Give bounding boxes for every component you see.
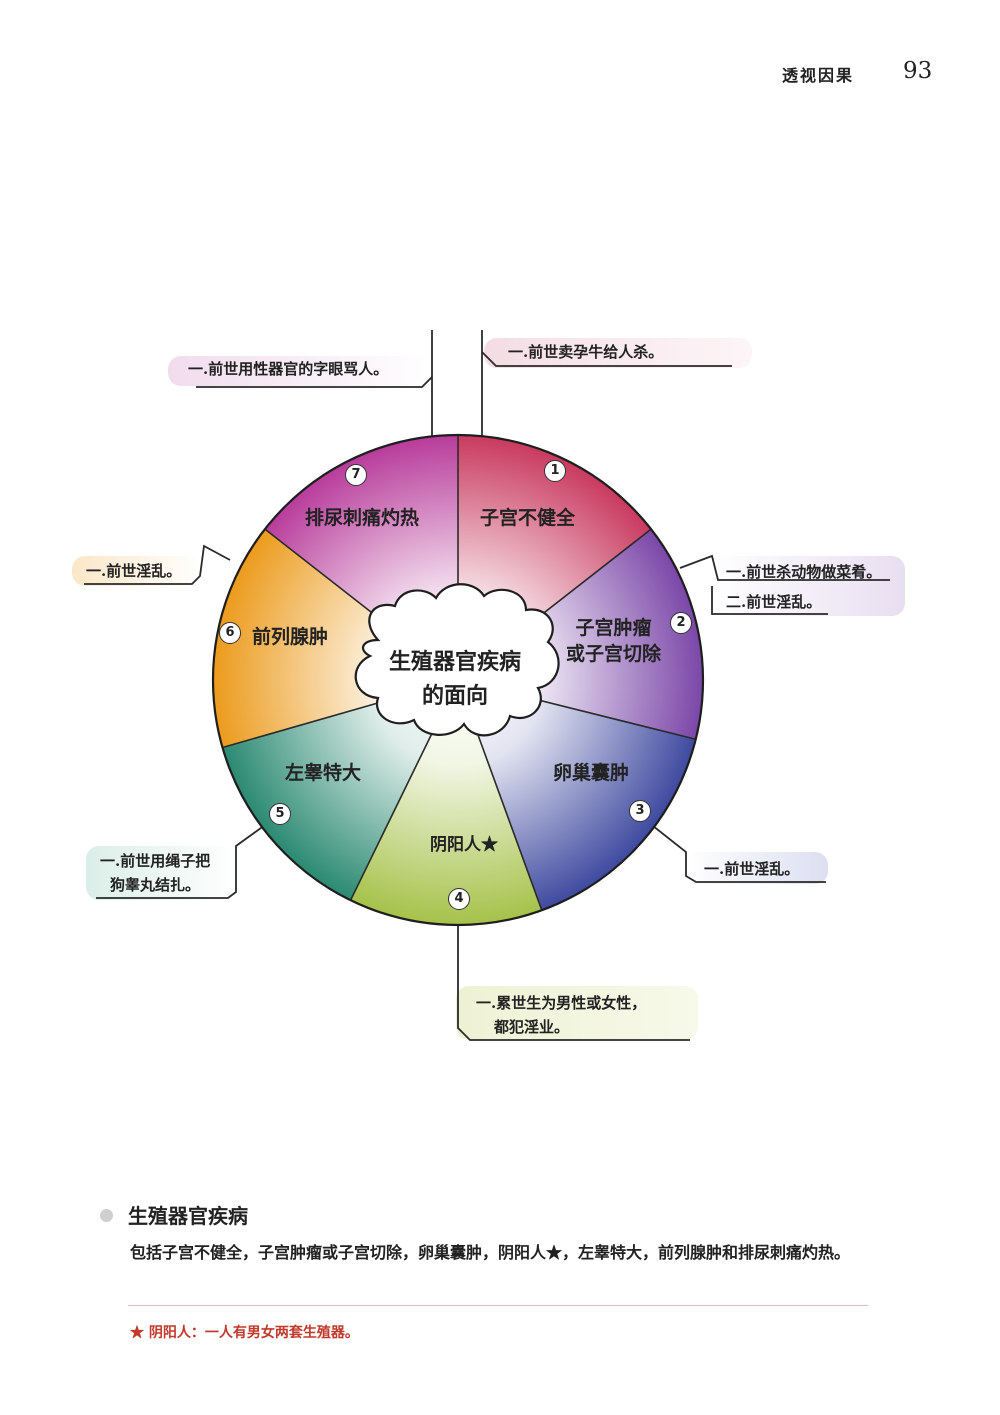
segment-label-1-line-1: 子宫不健全 [480,507,576,529]
cause-bubble-3: 一.前世淫乱。 [690,854,813,885]
segment-label-1: 子宫不健全 [480,505,575,531]
cause-4-line-1: 一.累世生为男性或女性， [476,994,647,1012]
cause-3-line-1: 一.前世淫乱。 [704,860,800,878]
segment-label-7-line-1: 排尿刺痛灼热 [305,507,420,529]
cause-4-line-2: 都犯淫业。 [494,1018,570,1036]
cause-6-line-1: 一.前世淫乱。 [86,562,182,580]
cause-bubble-bg-7 [168,356,434,386]
segment-label-3: 卵巢囊肿 [553,760,629,786]
wheel [211,433,705,927]
segment-number-7: 7 [345,464,367,486]
segment-label-5: 左睾特大 [285,760,361,786]
segment-label-2: 子宫肿瘤 或子宫切除 [566,615,661,667]
segment-label-4-line-1: 阴阳人★ [430,835,498,855]
center-cloud [354,583,560,737]
reproductive-disease-wheel [72,330,905,1041]
cause-2-line-1: 一.前世杀动物做菜肴。 [726,563,882,581]
cause-bubble-bg-2 [710,556,905,616]
connector-3 [647,821,826,883]
connector-4 [457,912,690,1041]
center-title-line-2: 的面向 [421,683,488,709]
cause-7-line-1: 一.前世用性器官的字眼骂人。 [188,360,389,378]
cause-1-line-1: 一.前世卖孕牛给人杀。 [508,343,664,361]
connector-2 [679,554,890,581]
segment-label-2-line-2: 或子宫切除 [566,643,662,665]
cause-bubble-bg-5 [86,846,236,900]
segment-label-7: 排尿刺痛灼热 [305,505,419,531]
segment-number-5: 5 [269,803,291,825]
segment-label-6-line-1: 前列腺肿 [252,626,329,648]
section-bullet-icon [100,1209,113,1222]
callout-connectors [84,330,890,1041]
section-body: 包括子宫不健全，子宫肿瘤或子宫切除，卵巢囊肿，阴阳人★，左睾特大，前列腺肿和排尿… [130,1243,851,1262]
cause-bubble-bg-6 [72,556,202,586]
connector-2b [711,586,828,615]
footnote-divider [128,1305,868,1306]
segment-number-2: 2 [670,612,692,634]
cause-bubble-5: 一.前世用绳子把 狗睾丸结扎。 [86,846,224,901]
cause-bubble-4: 一.累世生为男性或女性， 都犯淫业。 [462,988,660,1043]
connector-6 [84,544,231,585]
segment-number-6: 6 [219,622,241,644]
cause-bubble-1: 一.前世卖孕牛给人杀。 [494,337,677,368]
segment-number-4: 4 [448,888,470,910]
cause-bubble-bg-3 [686,852,828,884]
cause-5-line-2: 狗睾丸结扎。 [110,876,201,894]
page-number: 93 [903,58,933,84]
connector-7-underline [196,376,433,388]
cause-bubble-bg-4 [456,986,698,1040]
segment-number-3: 3 [629,800,651,822]
segment-label-4: 阴阳人★ [430,832,498,858]
segment-label-3-line-1: 卵巢囊肿 [553,762,630,784]
center-title: 生殖器官疾病 的面向 [370,645,540,713]
footnote: ★ 阴阳人：一人有男女两套生殖器。 [130,1325,359,1341]
segment-label-2-line-1: 子宫肿瘤 [575,617,652,639]
cause-bubble-6: 一.前世淫乱。 [72,556,195,587]
center-title-line-1: 生殖器官疾病 [388,649,521,675]
section-title: 生殖器官疾病 [128,1204,248,1228]
cause-bubble-7: 一.前世用性器官的字眼骂人。 [174,354,402,385]
running-title: 透视因果 [782,66,855,85]
cause-5-line-1: 一.前世用绳子把 [100,852,211,870]
cause-bubble-2: 一.前世杀动物做菜肴。 二.前世淫乱。 [712,554,895,621]
connector-5 [96,819,273,899]
cause-bubble-bg-1 [484,338,752,368]
segment-label-5-line-1: 左睾特大 [285,762,362,784]
connector-1-underline [481,351,732,367]
segment-number-1: 1 [544,460,566,482]
cause-2-line-2: 二.前世淫乱。 [726,593,822,611]
segment-label-6: 前列腺肿 [252,624,328,650]
wheel-outline [211,433,705,927]
